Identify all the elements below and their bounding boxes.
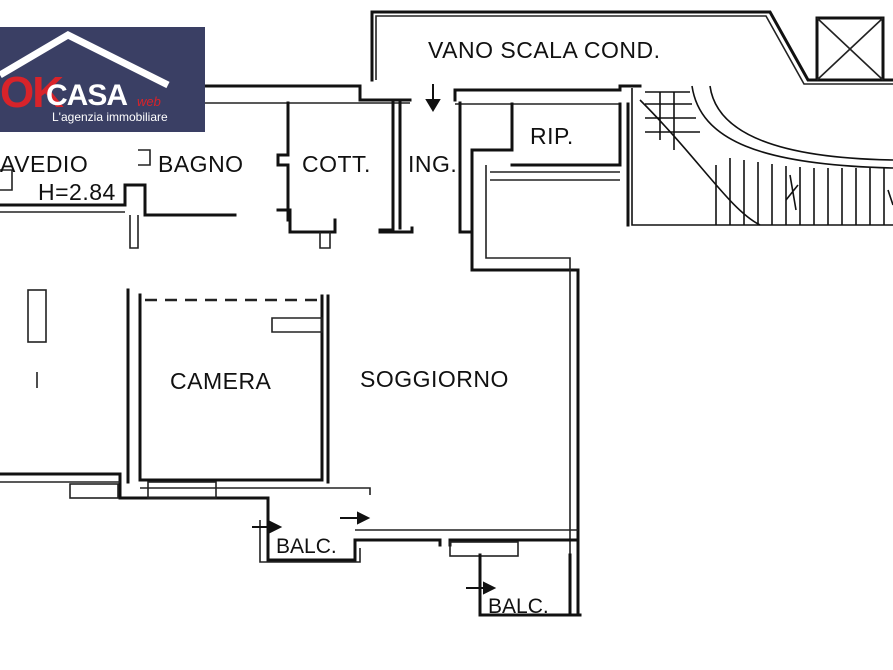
label-stairwell: VANO SCALA COND. xyxy=(428,37,661,63)
upper-wall xyxy=(203,84,642,102)
logo-web-text: web xyxy=(137,94,161,109)
label-entrance: ING. xyxy=(408,151,457,177)
stairwell-inner-wall xyxy=(375,15,893,85)
label-kitchenette: COTT. xyxy=(302,151,371,177)
entrance-arrow xyxy=(425,84,441,112)
balcony-1-outline xyxy=(259,520,361,563)
entrance-corridor xyxy=(458,101,580,617)
storage-inner xyxy=(490,171,620,181)
bath-left-notch xyxy=(138,149,151,166)
bath-kitchen-partition xyxy=(276,101,337,234)
label-living-room: SOGGIORNO xyxy=(360,366,509,392)
label-bathroom: BAGNO xyxy=(158,151,244,177)
bathroom-lower-inner xyxy=(0,211,139,249)
label-lightwell: AVEDIO xyxy=(0,151,88,177)
balcony-3-arrow xyxy=(466,581,497,595)
lower-facade-inner xyxy=(0,481,578,531)
balcony-2-outline xyxy=(478,553,582,617)
balcony-1-arrow xyxy=(252,520,283,534)
agency-logo: OK CASA web L'agenzia immobiliare xyxy=(0,27,205,132)
upper-wall-inner xyxy=(205,102,620,105)
label-ceiling-height: H=2.84 xyxy=(38,179,116,205)
corridor-inner xyxy=(485,165,571,610)
label-balcony-2: BALC. xyxy=(488,595,549,618)
kitchen-door xyxy=(319,232,331,249)
label-balcony-1: BALC. xyxy=(276,535,337,558)
wardrobe xyxy=(271,317,323,333)
window-sill-3 xyxy=(449,541,519,557)
label-storage: RIP. xyxy=(530,123,574,149)
window-sill-2 xyxy=(147,481,217,499)
lightwell-notch xyxy=(0,169,13,191)
staircase xyxy=(631,85,893,226)
logo-ok-text: OK xyxy=(0,68,64,117)
bathroom-lower-wall xyxy=(0,183,237,217)
bedroom-walls xyxy=(126,288,324,484)
window-sill-1 xyxy=(69,483,119,499)
logo-roof-icon xyxy=(0,27,205,89)
logo-casa-text: CASA xyxy=(46,79,128,112)
label-bedroom: CAMERA xyxy=(170,368,272,394)
balcony-2-arrow xyxy=(340,511,371,525)
elevator-box xyxy=(815,16,885,82)
logo-tagline: L'agenzia immobiliare xyxy=(52,110,168,124)
kitchen-right-wall xyxy=(378,101,414,234)
left-window xyxy=(27,289,47,343)
